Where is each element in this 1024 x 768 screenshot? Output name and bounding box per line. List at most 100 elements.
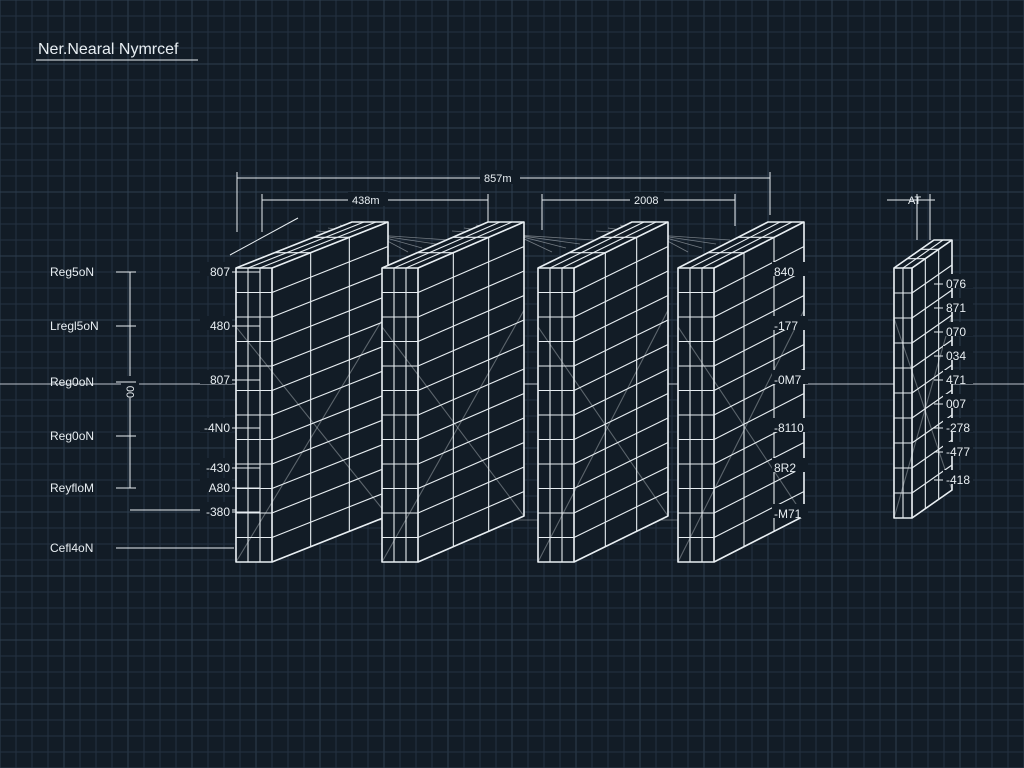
slab-grid-line: [911, 289, 953, 319]
slab-grid-line: [573, 319, 669, 367]
left-layer-value: 807: [210, 373, 230, 387]
left-region-label: Lregl5oN: [50, 319, 99, 333]
slab-grid-line: [417, 294, 525, 343]
slab-grid-line: [911, 264, 953, 294]
slab-connection-line: [235, 326, 389, 517]
slab-outline: [911, 239, 953, 269]
output-layer-value: -477: [946, 445, 970, 459]
output-layer-value: 871: [946, 301, 966, 315]
left-layer-value: 480: [210, 319, 230, 333]
value-label-bg: [200, 478, 232, 492]
value-label-bg: [943, 394, 973, 408]
layer-slab-2: [381, 221, 525, 563]
slab-outline: [417, 221, 525, 269]
slab-outline: [381, 267, 419, 563]
value-label-bg: [200, 370, 232, 384]
layer-slabs: [235, 221, 953, 563]
value-label-bg: [943, 442, 973, 456]
output-layer-value: -278: [946, 421, 970, 435]
value-label-bg: [772, 370, 808, 384]
slab-grid-line: [902, 239, 944, 269]
slab-grid-line: [417, 417, 525, 465]
slab-grid-line: [417, 270, 525, 318]
value-label-bg: [943, 418, 973, 432]
slab-grid-line: [417, 319, 525, 367]
left-region-label: Reg0oN: [50, 375, 94, 389]
slab-grid-line: [417, 368, 525, 416]
value-label-bg: [943, 346, 973, 360]
slab-grid-line: [271, 490, 389, 539]
value-label-bg: [943, 298, 973, 312]
left-region-label: Reg5oN: [50, 265, 94, 279]
value-label-bg: [943, 370, 973, 384]
dimension-label-bg: [348, 192, 388, 206]
slab-grid-line: [271, 417, 389, 465]
value-label-bg: [200, 502, 232, 516]
diagram-title: Ner.Nearal Nymrcef: [36, 41, 198, 61]
output-layer-value: 076: [946, 277, 966, 291]
slab-outline: [271, 221, 389, 269]
slab-grid-line: [573, 417, 669, 465]
mid-layer-value: 840: [774, 265, 794, 279]
slab-connection-line: [677, 309, 805, 563]
value-label-bg: [200, 262, 232, 276]
slab-connection-line: [381, 309, 525, 563]
value-label-bg: [200, 458, 232, 472]
dimension-overall-label: 857m: [484, 173, 512, 185]
slab-grid-line: [561, 221, 657, 269]
left-region-label: Cefl4oN: [50, 541, 93, 555]
slab-outline: [537, 267, 575, 563]
slab-outline: [713, 221, 805, 269]
slab-grid-line: [271, 466, 389, 514]
left-layer-value: -380: [206, 505, 230, 519]
slab-grid-line: [573, 368, 669, 416]
diagram-labels: Reg5oNLregl5oNReg0oNReg0oNReyfloMCefl4oN…: [50, 262, 973, 555]
slab-grid-line: [713, 344, 805, 391]
slab-grid-line: [271, 319, 389, 367]
dimension-label-bg: [630, 192, 664, 206]
output-layer-value: 070: [946, 325, 966, 339]
mid-layer-value: -0M7: [774, 373, 802, 387]
slab-grid-line: [713, 295, 805, 342]
output-layer-value: 034: [946, 349, 966, 363]
slab-connection-line: [893, 314, 953, 519]
slab-grid-line: [573, 246, 669, 293]
slab-grid-line: [573, 270, 669, 318]
slab-grid-line: [911, 364, 953, 394]
slab-grid-line: [911, 339, 953, 369]
slab-grid-line: [259, 221, 377, 269]
slab-outline: [573, 221, 669, 269]
slab-grid-line: [271, 294, 389, 343]
dimension-right-label: 2008: [634, 195, 658, 207]
slab-grid-line: [713, 270, 805, 318]
dimension-left-label: 438m: [352, 195, 380, 207]
slab-grid-line: [573, 466, 669, 514]
value-label-bg: [200, 316, 232, 330]
slab-grid-line: [713, 393, 805, 440]
slab-outline: [677, 267, 715, 563]
value-label-bg: [772, 418, 808, 432]
mid-layer-value: -177: [774, 319, 798, 333]
slab-connection-line: [381, 326, 525, 517]
value-label-bg: [772, 316, 808, 330]
output-layer-value: -418: [946, 473, 970, 487]
slab-grid-line: [271, 245, 389, 294]
slab-grid-line: [417, 343, 525, 392]
slab-grid-line: [417, 466, 525, 514]
slab-grid-line: [911, 314, 953, 344]
slab-grid-line: [247, 221, 365, 269]
slab-connection-line: [537, 309, 669, 563]
output-layer-value: 471: [946, 373, 966, 387]
layer-slab-output: [893, 239, 953, 519]
slab-outline: [235, 267, 273, 563]
slab-grid-line: [713, 442, 805, 489]
value-label-bg: [772, 504, 808, 518]
mid-layer-value: 8R2: [774, 461, 796, 475]
slab-grid-line: [417, 245, 525, 294]
output-layer-value: 007: [946, 397, 966, 411]
slab-connection-line: [893, 317, 953, 491]
value-label-bg: [943, 470, 973, 484]
value-label-bg: [200, 418, 232, 432]
slab-grid-line: [549, 221, 645, 269]
left-layer-value: -4N0: [204, 421, 230, 435]
